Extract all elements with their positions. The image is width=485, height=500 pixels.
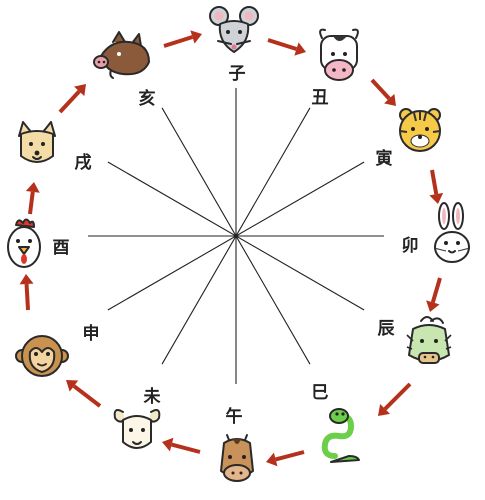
tiger-icon [399,108,441,152]
cycle-arrow [171,442,201,454]
cycle-arrow [383,382,412,411]
arrow-head [190,30,202,44]
arrow-head [426,300,440,312]
label-zi: 子 [229,64,246,84]
cycle-arrow [370,78,391,101]
spoke-lines [88,88,384,384]
label-wei: 未 [143,386,161,407]
label-si: 巳 [312,383,329,403]
monkey-icon [15,335,69,377]
cycle-arrow [267,38,298,51]
animal-icons [7,6,471,482]
label-mao: 卯 [402,236,419,256]
arrow-head [378,403,391,416]
branch-labels: 子 丑 寅 卯 辰 巳 午 未 申 酉 戌 亥 [53,64,419,427]
cycle-arrow [163,35,194,48]
arrow-head [162,437,174,452]
rat-icon [209,6,259,53]
arrow-head [25,182,40,193]
arrow-head [74,84,86,97]
arrow-head [19,274,34,285]
arrow-head [266,452,278,467]
arrow-head [384,93,396,106]
dog-icon [18,121,56,163]
label-hai: 亥 [139,88,156,109]
cycle-arrow [430,277,442,303]
horse-icon [220,434,254,482]
cycle-arrow [28,191,35,215]
cycle-arrow [430,169,439,195]
rooster-icon [7,218,41,268]
rabbit-icon [433,202,471,263]
cycle-arrow [275,450,305,462]
ox-icon [319,28,359,81]
label-yin: 寅 [376,148,393,169]
label-chen: 辰 [378,319,396,339]
cycle-arrow [58,89,81,114]
arrow-head [429,192,444,204]
label-wu: 午 [226,406,243,427]
boar-icon [93,31,150,79]
arrow-head [66,380,79,392]
label-xu: 戌 [75,152,92,173]
cycle-arrows [19,30,444,467]
label-chou: 丑 [312,88,329,108]
arrow-head [294,42,306,56]
label-shen: 申 [83,323,100,344]
cycle-arrow [24,283,30,311]
sheep-icon [113,409,161,449]
snake-icon [321,408,360,463]
dragon-icon [406,316,452,364]
spoke-line [161,107,311,365]
label-you: 酉 [53,238,70,258]
cycle-arrow [72,384,102,408]
